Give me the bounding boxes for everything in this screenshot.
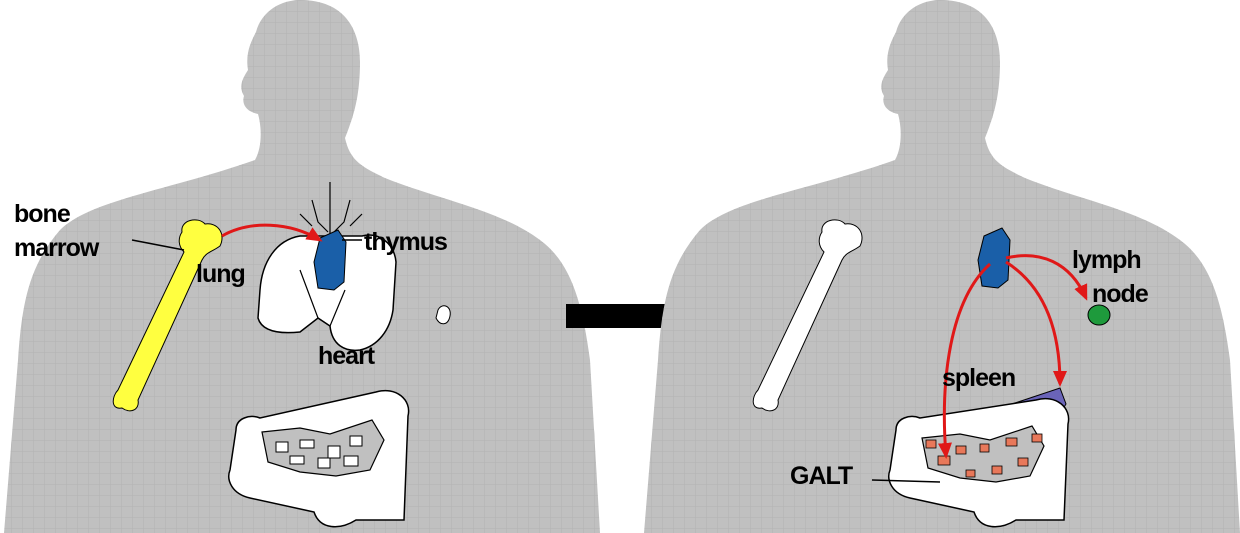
lymph-node-organ [1088, 305, 1110, 325]
label-galt: GALT [790, 462, 853, 490]
label-node: node [1092, 280, 1149, 308]
label-thymus: thymus [364, 228, 447, 256]
left-figure: bone marrow lung thymus heart [4, 0, 600, 533]
label-lymph: lymph [1072, 246, 1141, 274]
label-lung: lung [196, 260, 245, 288]
label-heart: heart [318, 342, 376, 370]
label-bone: bone [14, 200, 71, 228]
right-figure: lymph node spleen GALT [644, 0, 1240, 533]
label-spleen: spleen [942, 364, 1015, 392]
label-marrow: marrow [14, 234, 100, 262]
